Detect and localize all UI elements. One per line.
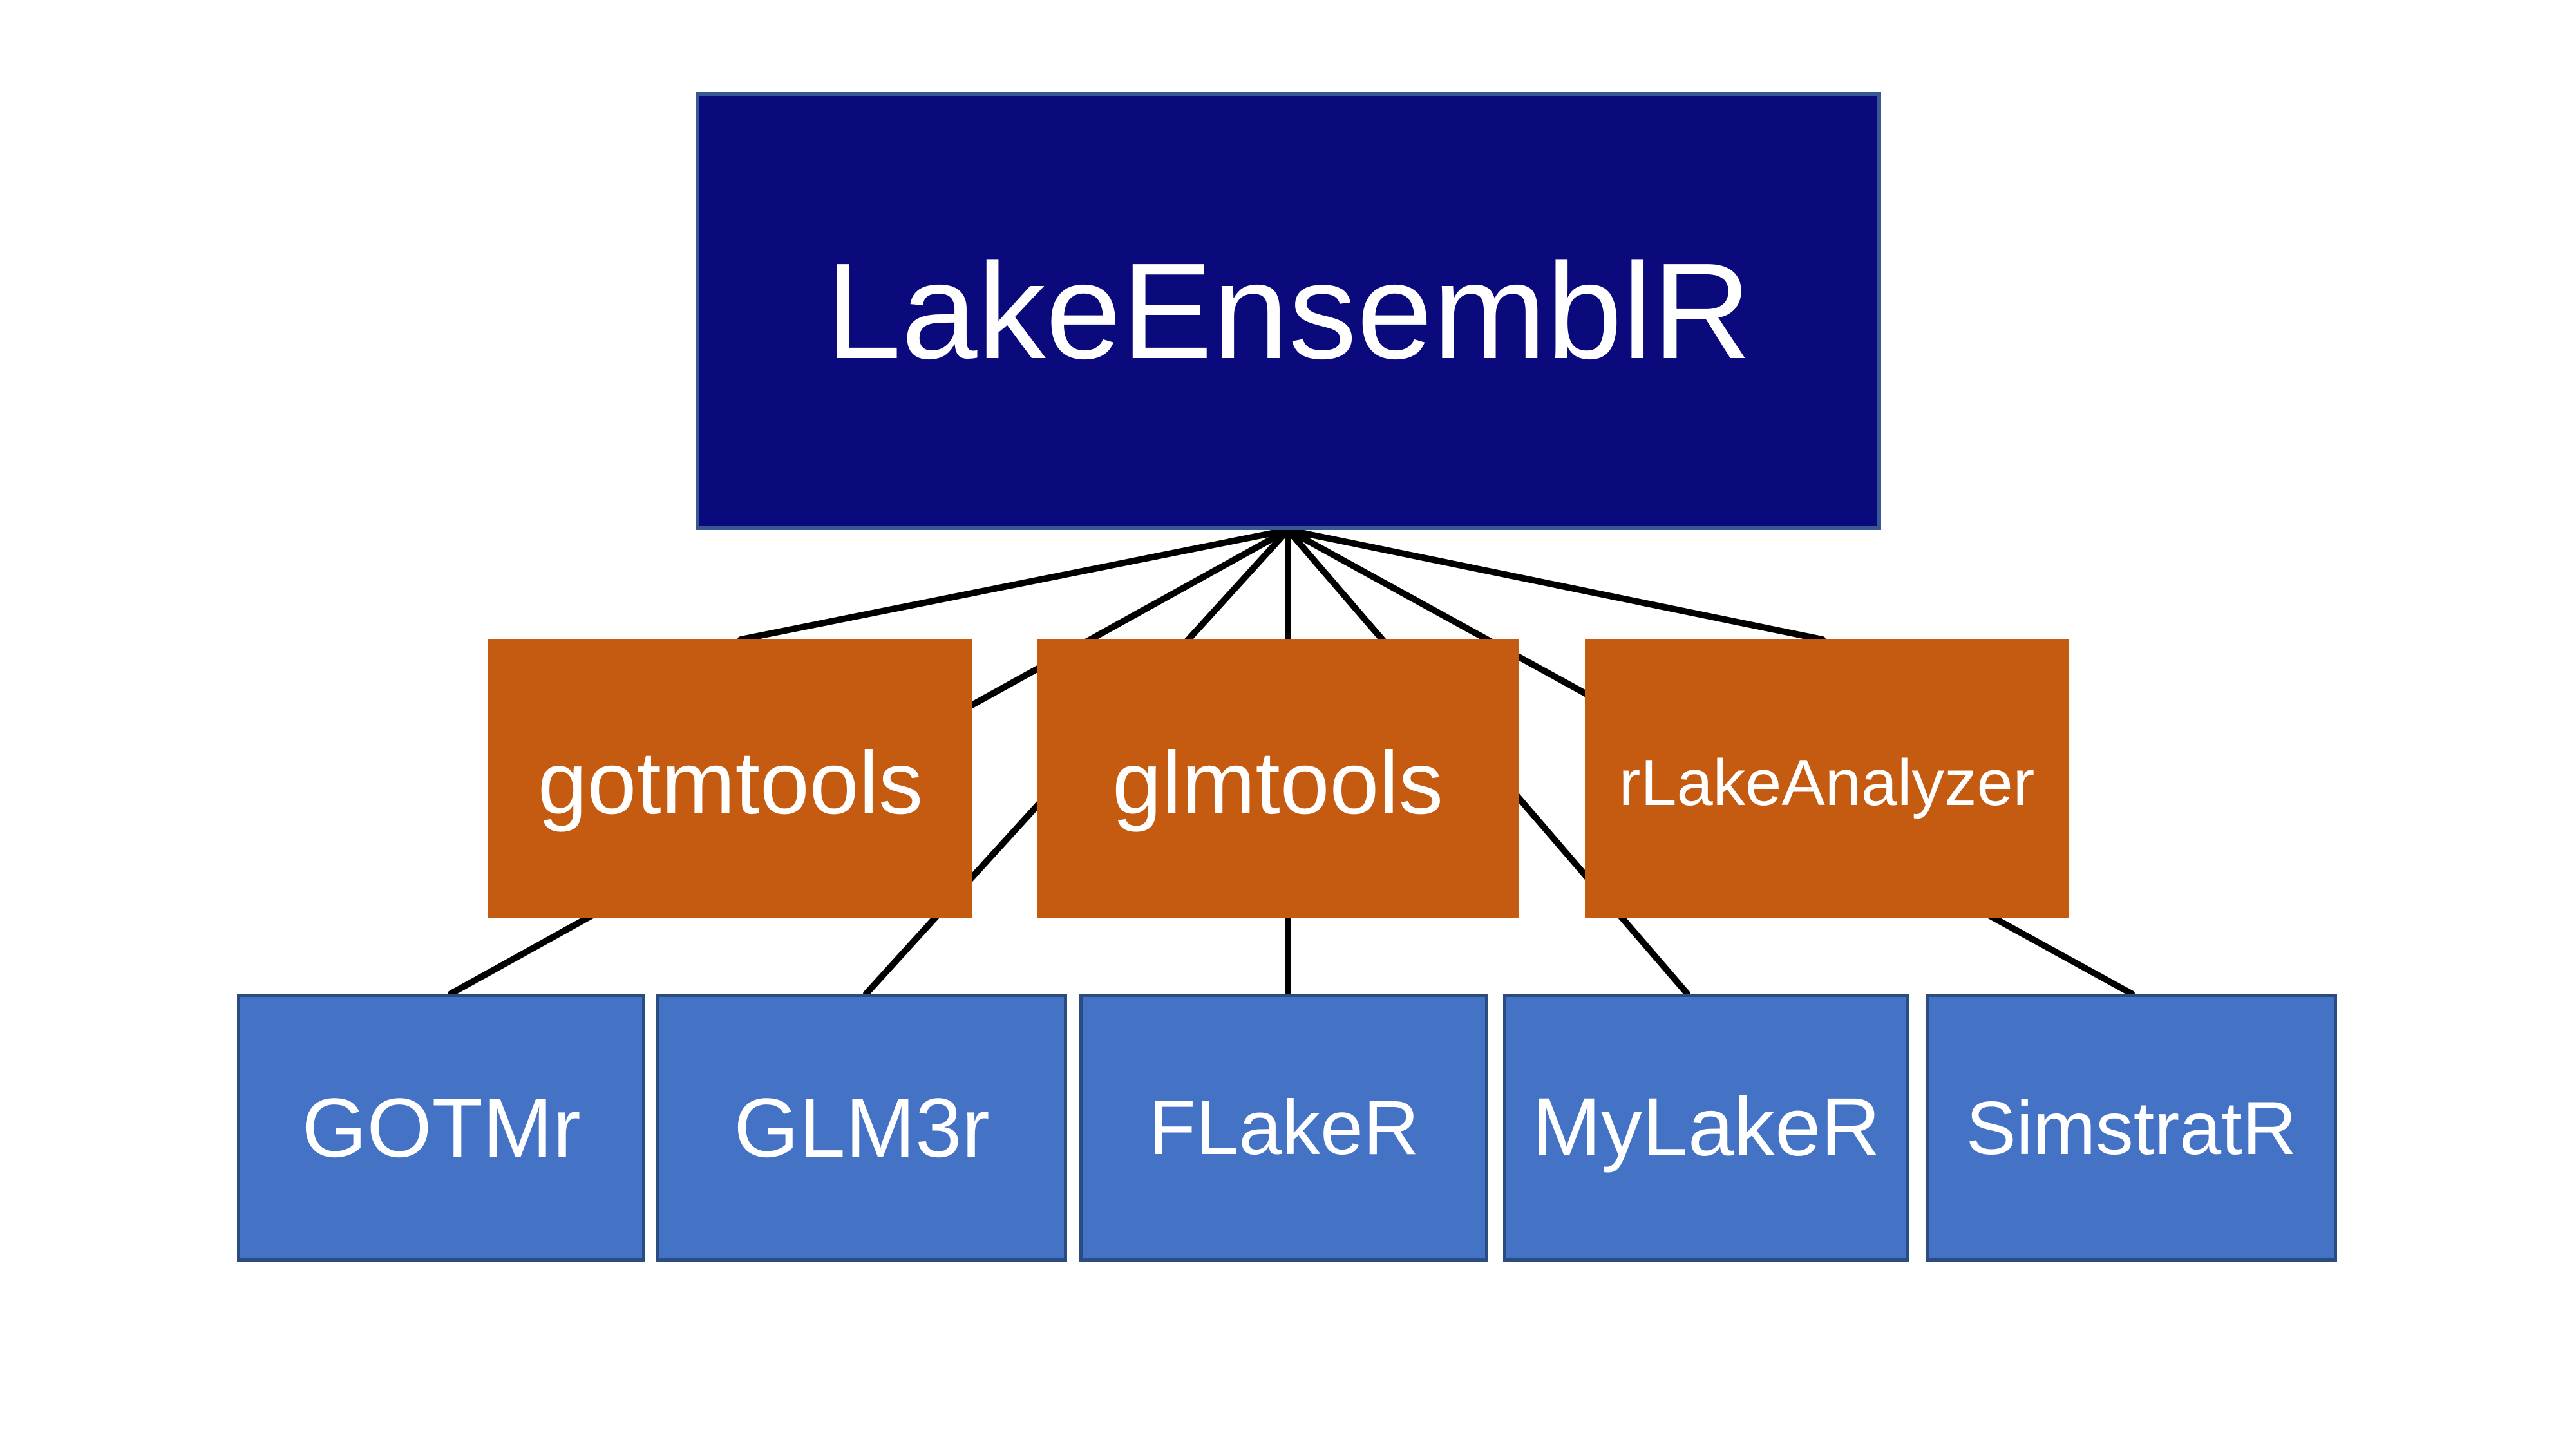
node-label: gotmtools	[537, 734, 923, 833]
node-rlakeanalyzer: rLakeAnalyzer	[1585, 639, 2069, 918]
node-gotmtools: gotmtools	[488, 639, 972, 918]
node-glmtools: glmtools	[1037, 639, 1519, 918]
node-label: glmtools	[1112, 734, 1443, 833]
connector-rlakeanalyzer	[1285, 527, 1826, 643]
node-gotmr: GOTMr	[237, 994, 645, 1262]
node-label: rLakeAnalyzer	[1618, 746, 2035, 819]
node-flaker: FLakeR	[1079, 994, 1488, 1262]
node-label: GOTMr	[301, 1081, 581, 1175]
node-mylaker: MyLakeR	[1503, 994, 1909, 1262]
node-label: SimstratR	[1965, 1085, 2297, 1170]
node-simstratr: SimstratR	[1926, 994, 2337, 1262]
node-label: MyLakeR	[1532, 1081, 1880, 1173]
node-label: GLM3r	[734, 1081, 990, 1175]
node-label: FLakeR	[1148, 1084, 1419, 1171]
node-glm3r: GLM3r	[656, 994, 1067, 1262]
node-label: LakeEnsemblR	[825, 234, 1752, 387]
node-lakeensemblr: LakeEnsemblR	[696, 92, 1881, 530]
connector-gotmtools	[737, 527, 1291, 643]
